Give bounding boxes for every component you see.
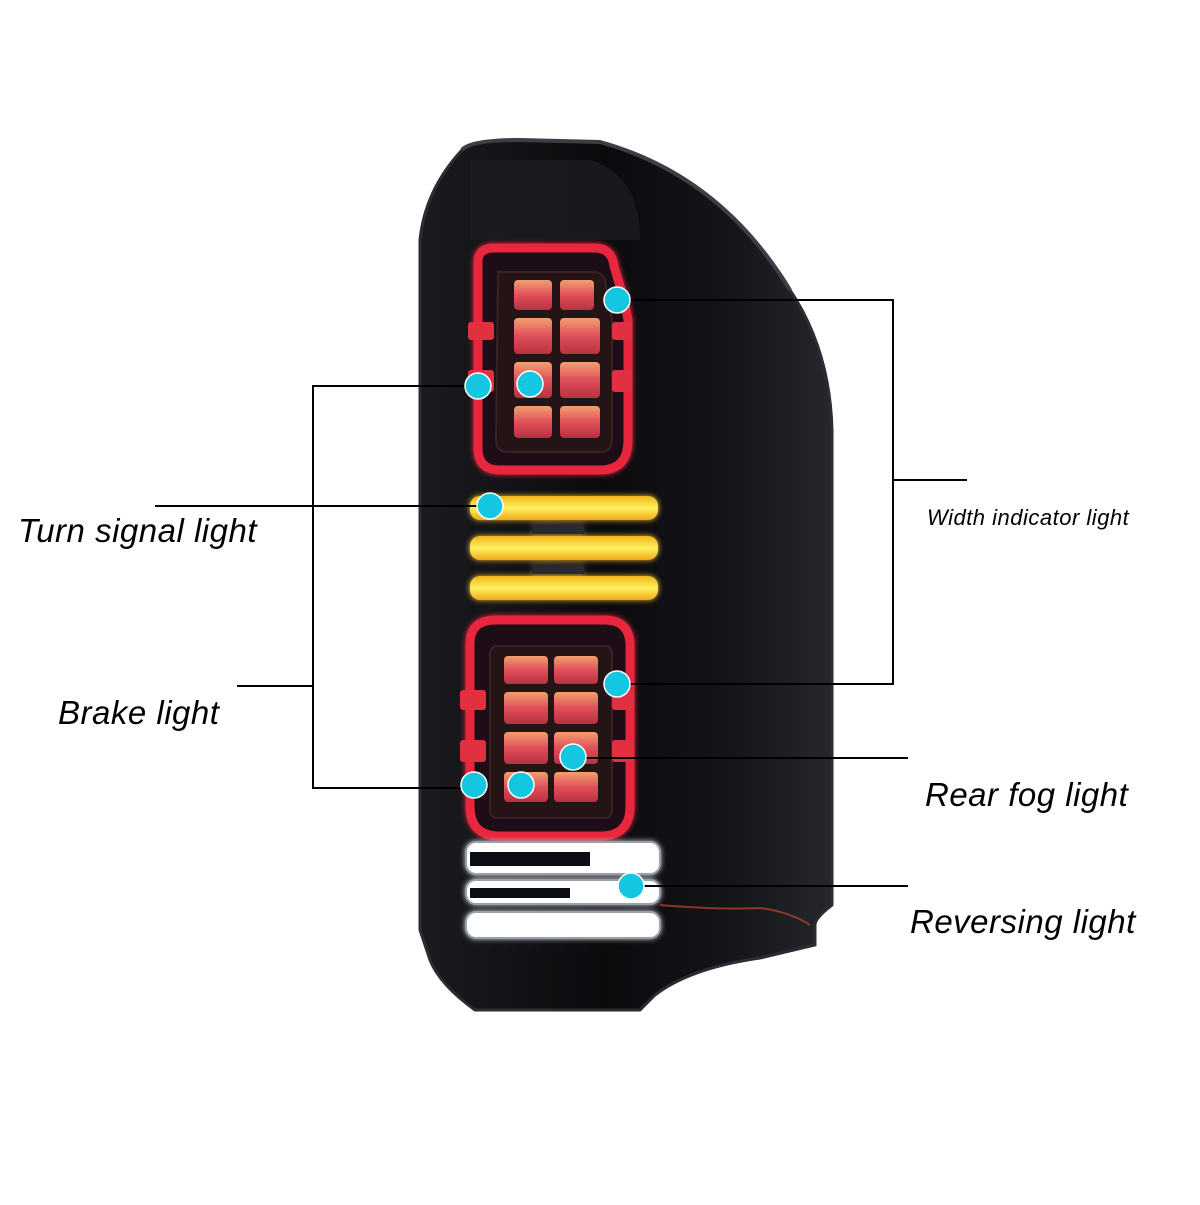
callout-dots bbox=[460, 286, 645, 900]
brake-dot-upper-right bbox=[516, 370, 544, 398]
lower-accent-left-2 bbox=[460, 740, 486, 762]
amber-bar-3 bbox=[470, 576, 658, 600]
turn-signal-dot bbox=[476, 492, 504, 520]
housing-rim bbox=[460, 137, 792, 292]
upper-led-cells bbox=[514, 280, 600, 438]
width-bracket bbox=[617, 299, 894, 685]
brake-dot-upper-left bbox=[464, 372, 492, 400]
brake-light-label: Brake light bbox=[58, 694, 220, 731]
upper-accent-right-1 bbox=[612, 322, 632, 340]
brake-bracket bbox=[312, 385, 478, 789]
white-bar-3 bbox=[465, 911, 661, 939]
lower-accent-left-1 bbox=[460, 690, 486, 710]
callout-lines bbox=[155, 299, 967, 887]
width-dot-upper bbox=[603, 286, 631, 314]
reverse-dot bbox=[617, 872, 645, 900]
wire-lead bbox=[659, 904, 811, 926]
rear-fog-label: Rear fog light bbox=[925, 776, 1129, 813]
turn-signal-label: Turn signal light bbox=[18, 512, 258, 549]
width-dot-lower bbox=[603, 670, 631, 698]
lower-lamp-cluster bbox=[460, 615, 635, 841]
reversing-bars bbox=[465, 841, 661, 939]
brake-dot-lower-right bbox=[507, 771, 535, 799]
lower-accent-right-2 bbox=[612, 740, 634, 762]
fog-dot bbox=[559, 743, 587, 771]
upper-lamp-cluster bbox=[468, 243, 633, 475]
turn-signal-bars bbox=[470, 496, 658, 600]
upper-accent-right-2 bbox=[612, 370, 632, 392]
amber-bar-1 bbox=[470, 496, 658, 520]
reversing-light-label: Reversing light bbox=[910, 903, 1136, 940]
brake-dot-lower-left bbox=[460, 771, 488, 799]
amber-bar-2 bbox=[470, 536, 658, 560]
upper-accent-left-1 bbox=[468, 322, 494, 340]
housing-top-lens bbox=[470, 160, 640, 240]
width-indicator-label: Width indicator light bbox=[927, 505, 1130, 530]
